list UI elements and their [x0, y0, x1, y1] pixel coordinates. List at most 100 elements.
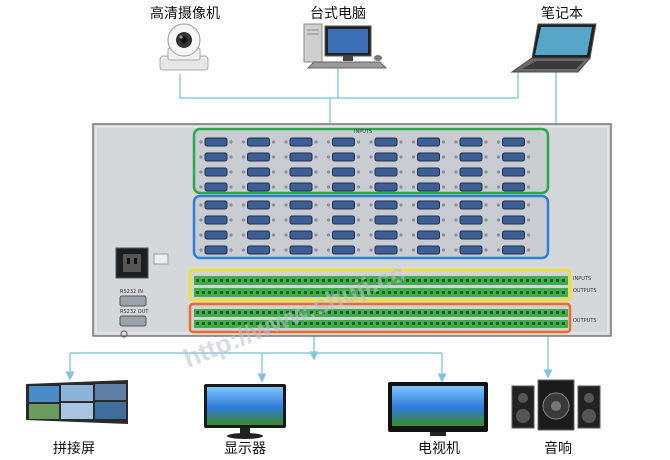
terminal-pin	[454, 279, 457, 282]
terminal-pin	[352, 291, 355, 294]
terminal-pin	[400, 291, 403, 294]
terminal-pin	[502, 311, 505, 314]
terminal-pin	[334, 311, 337, 314]
vga-screw	[356, 218, 361, 222]
vga-port	[502, 137, 525, 147]
vga-screw	[314, 170, 318, 174]
vga-port	[332, 200, 355, 210]
terminal-pin	[376, 311, 379, 314]
vga-screw	[199, 185, 203, 189]
vga-screw	[411, 155, 416, 159]
terminal-pin	[238, 311, 241, 314]
vga-input-panel	[192, 127, 550, 195]
vga-screw	[526, 155, 531, 159]
terminal-pin	[214, 279, 217, 282]
terminal-pin	[406, 279, 409, 282]
vga-port	[502, 230, 525, 240]
terminal-pin	[268, 322, 271, 325]
vga-screw	[441, 218, 446, 222]
terminal-pin	[454, 322, 457, 325]
terminal-pin	[316, 291, 319, 294]
vga-screw	[399, 233, 403, 237]
vga-screw	[496, 203, 501, 207]
terminal-pin	[478, 322, 481, 325]
vga-port	[459, 230, 483, 240]
vga-screw	[284, 140, 288, 144]
vga-screw	[496, 155, 501, 159]
vga-screw	[411, 203, 416, 207]
terminal-pin	[442, 291, 445, 294]
terminal-pin	[244, 291, 247, 294]
terminal-pin	[274, 311, 277, 314]
terminal-pin	[508, 291, 511, 294]
terminal-pin	[292, 279, 295, 282]
terminal-pin	[238, 279, 241, 282]
terminal-pin	[256, 279, 259, 282]
terminal-pin	[520, 279, 523, 282]
terminal-pin	[256, 291, 259, 294]
terminal-pin	[430, 279, 433, 282]
terminal-pin	[382, 291, 385, 294]
vga-port	[247, 200, 270, 210]
vga-port	[332, 230, 355, 240]
terminal-pin	[418, 291, 421, 294]
terminal-pin	[526, 279, 529, 282]
vga-screw	[271, 233, 276, 237]
video-wall-label: 拼接屏	[53, 441, 95, 457]
terminal-pin	[388, 311, 391, 314]
terminal-pin	[454, 311, 457, 314]
terminal-pin	[406, 291, 409, 294]
terminal-pin	[442, 279, 445, 282]
vga-screw	[199, 140, 203, 144]
vga-screw	[241, 203, 246, 207]
laptop-label: 笔记本	[541, 6, 583, 22]
terminal-pin	[280, 311, 283, 314]
terminal-pin	[226, 322, 229, 325]
vga-port	[459, 200, 483, 210]
terminal-pin	[526, 322, 529, 325]
terminal-pin	[520, 291, 523, 294]
vga-screw	[199, 218, 203, 222]
vga-screw	[454, 155, 458, 159]
terminal-pin	[304, 279, 307, 282]
vga-port	[374, 137, 398, 147]
vga-screw	[526, 170, 531, 174]
vga-screw	[454, 140, 458, 144]
terminal-pin	[382, 311, 385, 314]
vga-screw	[199, 203, 203, 207]
terminal-pin	[562, 279, 565, 282]
terminal-pin	[340, 279, 343, 282]
vga-screw	[484, 140, 488, 144]
terminal-pin	[478, 291, 481, 294]
vga-screw	[271, 140, 276, 144]
vga-screw	[271, 203, 276, 207]
terminal-pin	[238, 322, 241, 325]
terminal-pin	[556, 291, 559, 294]
vga-screw	[241, 170, 246, 174]
terminal-pin	[376, 291, 379, 294]
vga-screw	[441, 170, 446, 174]
vga-screw	[199, 248, 203, 252]
vga-screw	[399, 155, 403, 159]
vga-screw	[399, 248, 403, 252]
terminal-pin	[544, 279, 547, 282]
vga-screw	[356, 170, 361, 174]
audio-output-terminals	[188, 302, 572, 334]
terminal-pin	[220, 291, 223, 294]
vga-screw	[411, 170, 416, 174]
terminal-pin	[334, 322, 337, 325]
vga-screw	[356, 155, 361, 159]
terminal-pin	[448, 311, 451, 314]
terminal-pin	[478, 279, 481, 282]
vga-screw	[356, 233, 361, 237]
terminal-pin	[262, 291, 265, 294]
vga-port	[332, 152, 355, 162]
vga-screw	[441, 203, 446, 207]
vga-screw	[314, 248, 318, 252]
vga-screw	[356, 203, 361, 207]
vga-screw	[484, 203, 488, 207]
terminal-pin	[436, 322, 439, 325]
vga-port	[247, 182, 270, 192]
vga-port	[204, 200, 228, 210]
terminal-pin	[340, 322, 343, 325]
